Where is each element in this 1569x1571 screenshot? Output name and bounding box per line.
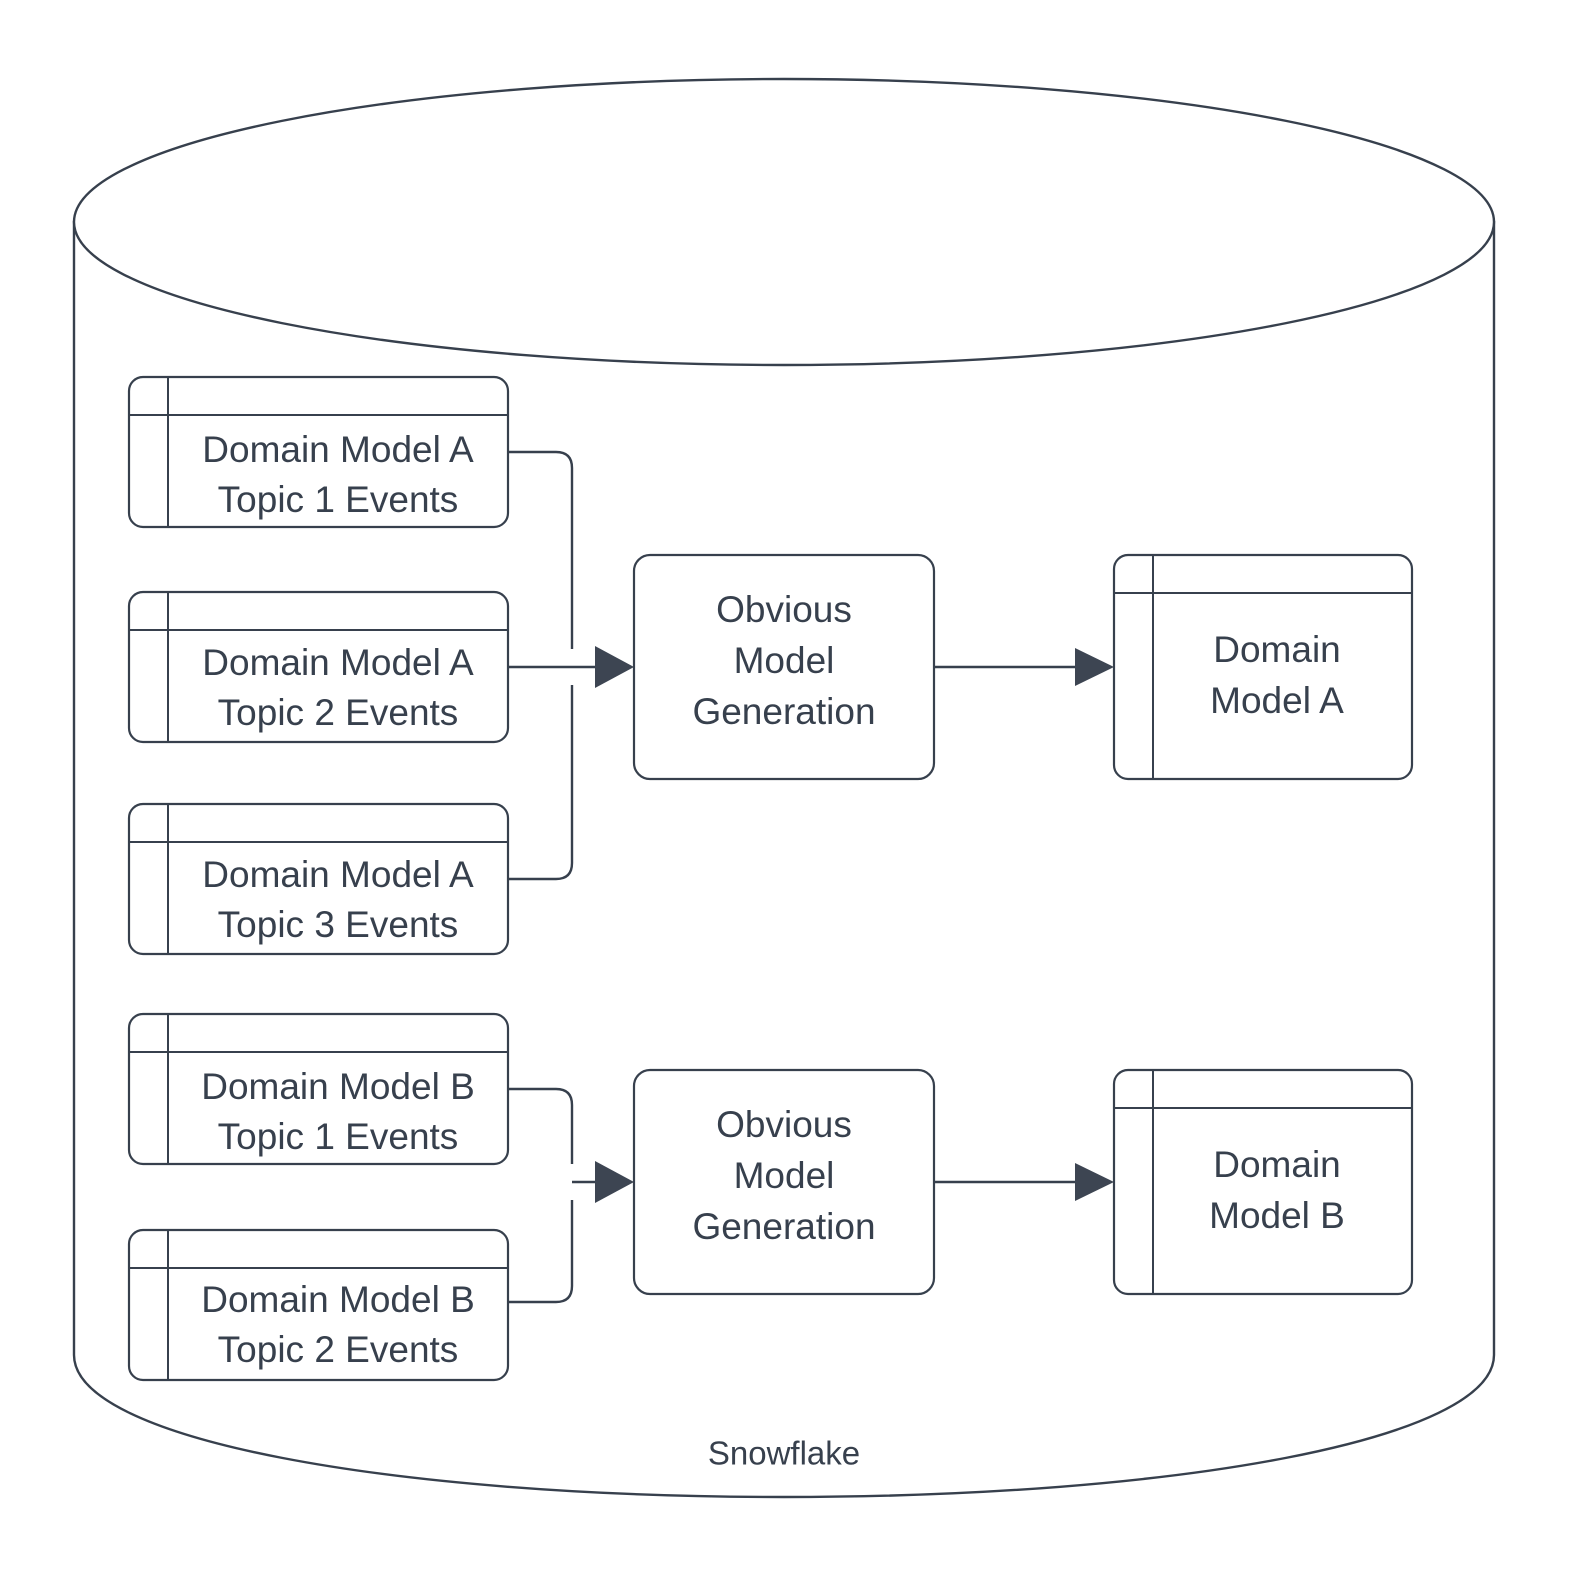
arrowhead-into-omg-b	[595, 1161, 634, 1203]
table-shape	[1112, 553, 1414, 781]
node-label-line1: Obvious	[716, 589, 852, 630]
node-model-b[interactable]: Domain Model B	[1112, 1068, 1414, 1296]
node-label-line2: Model B	[1209, 1195, 1345, 1236]
node-label-line2: Topic 2 Events	[218, 692, 459, 733]
node-omg-a[interactable]: Obvious Model Generation	[632, 553, 936, 781]
edge-group-omg-b-out	[934, 1163, 1114, 1201]
node-label-line1: Obvious	[716, 1104, 852, 1145]
edge-b-topic-2-to-omg	[508, 1200, 574, 1304]
table-shape	[1112, 1068, 1414, 1296]
node-label-line2: Topic 1 Events	[218, 1116, 459, 1157]
node-label-line2: Topic 2 Events	[218, 1329, 459, 1370]
node-label-line3: Generation	[692, 1206, 875, 1247]
cylinder-top-ellipse	[72, 77, 1496, 367]
node-label-line1: Domain Model A	[202, 854, 474, 895]
node-b-topic-1[interactable]: Domain Model B Topic 1 Events	[127, 1012, 510, 1166]
node-label-line3: Generation	[692, 691, 875, 732]
node-omg-b[interactable]: Obvious Model Generation	[632, 1068, 936, 1296]
node-model-a[interactable]: Domain Model A	[1112, 553, 1414, 781]
edge-b-topic-1-to-omg	[508, 1087, 574, 1164]
node-label-line2: Model	[734, 1155, 835, 1196]
node-label-line1: Domain	[1213, 629, 1341, 670]
node-a-topic-2[interactable]: Domain Model A Topic 2 Events	[127, 590, 510, 744]
node-label-line2: Topic 1 Events	[218, 479, 459, 520]
node-label-line2: Model A	[1210, 680, 1344, 721]
arrowhead-into-model-a	[1075, 648, 1114, 686]
arrowhead-into-omg-a	[595, 646, 634, 688]
edge-a-topic-3-to-omg	[508, 685, 574, 881]
edge-a-topic-1-to-omg	[508, 450, 574, 649]
node-label-line1: Domain Model B	[201, 1066, 475, 1107]
edge-group-a	[508, 450, 634, 881]
arrowhead-into-model-b	[1075, 1163, 1114, 1201]
node-label-line1: Domain	[1213, 1144, 1341, 1185]
edge-group-omg-a-out	[934, 648, 1114, 686]
node-a-topic-1[interactable]: Domain Model A Topic 1 Events	[127, 375, 510, 529]
node-b-topic-2[interactable]: Domain Model B Topic 2 Events	[127, 1228, 510, 1382]
node-label-line1: Domain Model A	[202, 642, 474, 683]
container-label: Snowflake	[708, 1435, 860, 1472]
node-label-line2: Model	[734, 640, 835, 681]
node-label-line1: Domain Model A	[202, 429, 474, 470]
node-label-line1: Domain Model B	[201, 1279, 475, 1320]
node-label-line2: Topic 3 Events	[218, 904, 459, 945]
edge-group-b	[508, 1087, 634, 1304]
node-a-topic-3[interactable]: Domain Model A Topic 3 Events	[127, 802, 510, 956]
